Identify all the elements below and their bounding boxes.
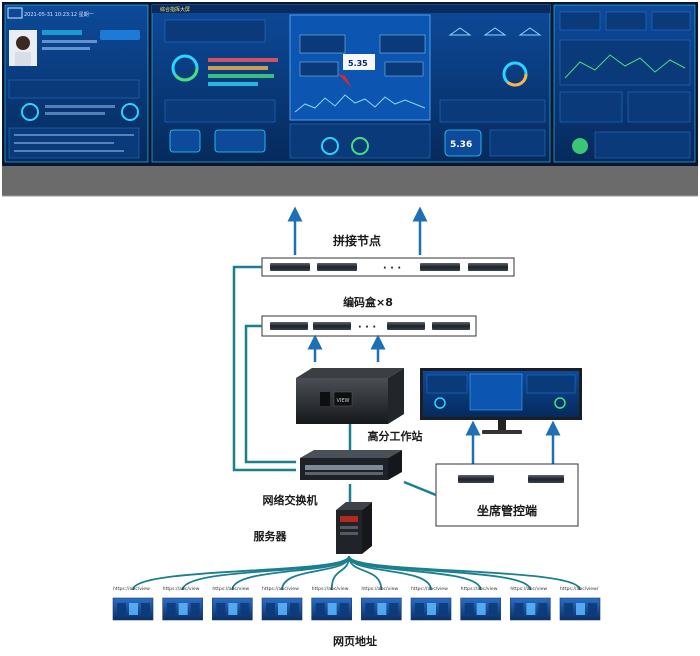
url-fragment: https://abc/view [411, 586, 448, 592]
wall-middle-panel: 综合指挥大屏 5.35 [151, 4, 551, 163]
url-fragment: https://abc/view [262, 586, 299, 592]
ellipsis: · · · [383, 263, 401, 274]
seat-control-label: 坐席管控端 [477, 503, 537, 518]
thumbnail-widget [488, 603, 498, 615]
thumbnail-widget [439, 603, 448, 615]
encoder-device-icon [317, 263, 357, 271]
encoder-device-icon [528, 475, 564, 483]
url-fragment: https://abc/view [212, 586, 249, 592]
server-fanout-links [132, 555, 581, 591]
splice-nodes-box: · · · [261, 257, 515, 277]
wall-date: 2021-05-31 10:23:12 星期一 [24, 12, 94, 18]
thumbnail-widget [427, 603, 436, 615]
network-switch-icon [300, 450, 402, 480]
monitor-icon [420, 368, 582, 434]
wall-left-panel: 2021-05-31 10:23:12 星期一 [4, 4, 149, 163]
thumbnail-widget [266, 603, 275, 615]
thumbnail-widget [538, 603, 548, 615]
video-wall-screen: 2021-05-31 10:23:12 星期一 综合指挥大屏 [2, 2, 698, 166]
thumbnail-widget [166, 603, 176, 615]
link-line [181, 555, 350, 591]
thumbnail-widget [228, 603, 238, 615]
thumbnail-widget [290, 603, 299, 615]
wall-big-reading: 5.36 [450, 140, 472, 150]
thumbnail-widget [117, 603, 126, 615]
thumbnail-widget [129, 603, 138, 615]
link-line [348, 555, 432, 591]
web-page-thumbnails: https://abc/view https://abc/view https://… [112, 586, 601, 621]
thumbnail-widget [278, 603, 287, 615]
encoder-device-icon [313, 322, 351, 330]
link-line [330, 555, 350, 591]
thumbnail-widget [588, 603, 597, 615]
architecture-diagram: 拼接节点 · · · 编码盒×8 · · · [112, 206, 601, 648]
server-tower-icon [336, 502, 372, 554]
encoders-label: 编码盒×8 [343, 295, 393, 309]
thumbnail-widget [216, 603, 226, 615]
thumbnail-widget [526, 603, 536, 615]
thumbnail-widget [389, 603, 399, 615]
thumbnail-widget [178, 603, 188, 615]
link-line [231, 555, 350, 591]
thumbnail-widget [377, 603, 387, 615]
link-line [348, 555, 581, 591]
seat-control-box: 坐席管控端 [435, 463, 579, 527]
url-fragment: https://abc/view [510, 586, 547, 592]
thumbnail-widget [240, 603, 250, 615]
thumbnail-widget [514, 603, 524, 615]
thumbnail-widget [327, 603, 337, 615]
thumbnail-widget [365, 603, 375, 615]
encoder-device-icon [387, 322, 425, 330]
encoder-device-icon [270, 322, 308, 330]
thumbnail-widget [141, 603, 150, 615]
encoder-device-icon [468, 263, 508, 271]
thumbnail-widget [339, 603, 349, 615]
thumbnail-widget [476, 603, 486, 615]
thumbnail-widget [415, 603, 424, 615]
svg-text:VIEW: VIEW [337, 398, 350, 404]
web-address-label: 网页地址 [333, 634, 377, 648]
workstation-icon: VIEW [296, 368, 404, 424]
thumbnail-widget [564, 603, 573, 615]
encoder-device-icon [270, 263, 310, 271]
thumbnail-widget [576, 603, 585, 615]
thumbnail-widget [315, 603, 325, 615]
switch-label: 网络交换机 [263, 493, 318, 507]
thumbnail-widget [190, 603, 200, 615]
wall-title-tag: 综合指挥大屏 [160, 6, 190, 13]
wall-right-panel [553, 4, 696, 163]
encoder-device-icon [458, 475, 494, 483]
url-fragment: https://abc/view/ [560, 586, 599, 592]
url-fragment: https://abc/view [312, 586, 349, 592]
thumbnail-widget [464, 603, 474, 615]
link-line [281, 555, 350, 591]
monitor-icon [7, 7, 23, 19]
pointer-icon [338, 74, 352, 88]
encoder-device-icon [432, 322, 470, 330]
wall-center-reading: 5.35 [348, 59, 368, 68]
ellipsis: · · · [358, 322, 376, 333]
network-links [232, 265, 437, 506]
url-fragment: https://abc/view [163, 586, 200, 592]
url-fragment: https://abc/view [361, 586, 398, 592]
encoder-device-icon [420, 263, 460, 271]
gray-band [2, 166, 698, 196]
url-fragment: https://abc/view [461, 586, 498, 592]
url-fragment: https://abc/view [113, 586, 150, 592]
workstation-label: 高分工作站 [368, 429, 423, 443]
server-label: 服务器 [254, 529, 288, 543]
splice-nodes-label: 拼接节点 [333, 233, 381, 248]
encoders-box: · · · [261, 315, 477, 337]
